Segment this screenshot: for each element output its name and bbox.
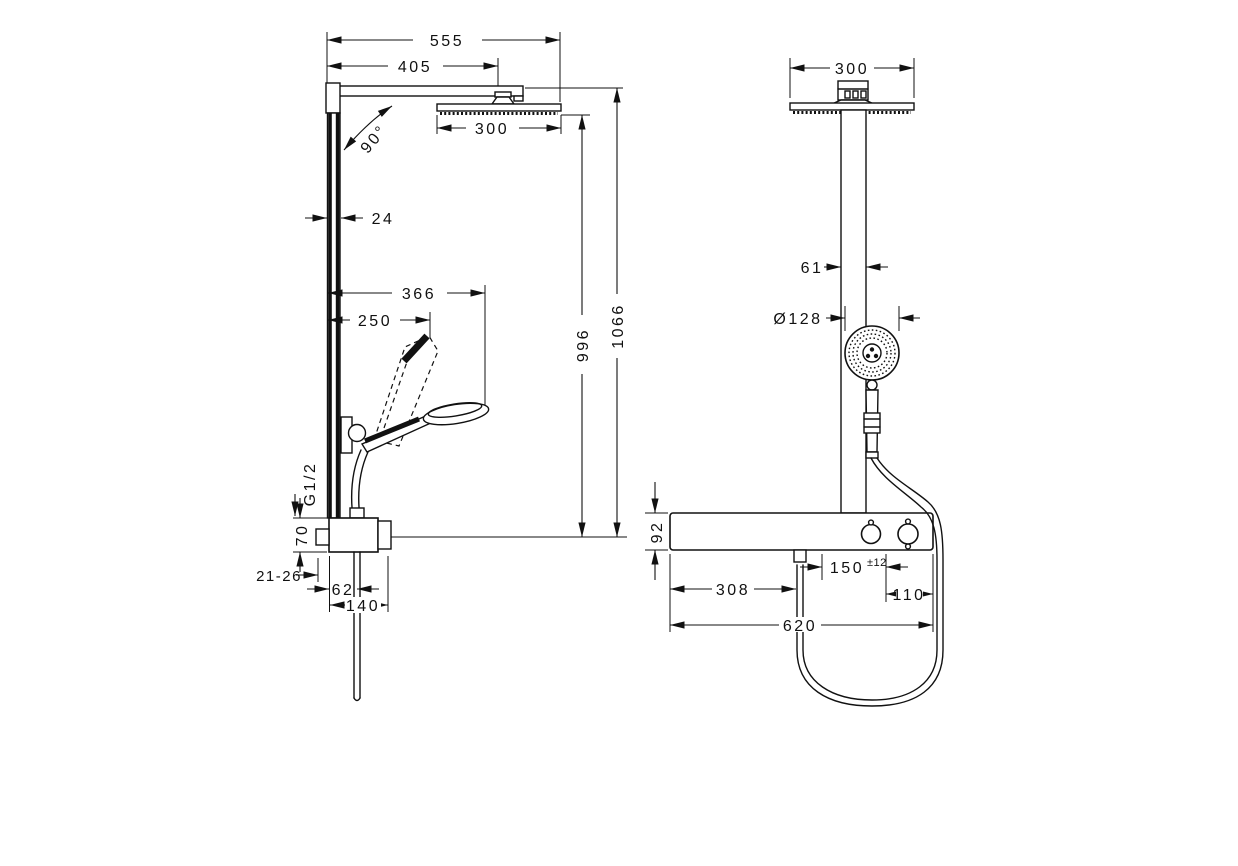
dim-knob-offset: 110 bbox=[886, 554, 934, 632]
dim-overall-height: 1066 bbox=[610, 88, 627, 537]
valve-inlet bbox=[315, 528, 330, 546]
hand-shower-button bbox=[866, 379, 878, 391]
hand-shower-head-rim bbox=[427, 402, 483, 418]
hand-shower-side bbox=[360, 402, 490, 453]
dim-label-1066: 1066 bbox=[610, 303, 627, 349]
dim-handshower-stored-reach: 250 bbox=[328, 312, 431, 338]
front-view: 300 61 Ø128 bbox=[645, 58, 944, 707]
dim-label-62: 62 bbox=[332, 582, 355, 599]
dim-shelf-height: 92 bbox=[645, 482, 668, 580]
dim-overhead-width-front: 300 bbox=[789, 58, 915, 98]
hose-outlet-connector bbox=[793, 549, 807, 563]
knob-right-marker-top bbox=[904, 518, 912, 525]
dim-arm-length: 405 bbox=[327, 59, 498, 76]
dim-label-140: 140 bbox=[346, 598, 380, 615]
dim-handshower-reach: 366 bbox=[328, 285, 486, 406]
wall-bracket bbox=[325, 82, 341, 114]
dim-label-250: 250 bbox=[358, 313, 392, 330]
dim-overall-width: 555 bbox=[327, 33, 560, 50]
hand-shower-grip bbox=[863, 412, 881, 434]
dim-label-70: 70 bbox=[294, 524, 311, 547]
dim-height-to-overhead: 996 bbox=[575, 115, 592, 537]
dim-label-150-tolerance: ±12 bbox=[867, 557, 887, 569]
dim-label-61: 61 bbox=[801, 260, 824, 277]
dim-label-g12: G1/2 bbox=[302, 462, 319, 507]
callout-inlet-thread: G1/2 bbox=[291, 462, 319, 516]
hand-shower-stored-position bbox=[373, 333, 439, 447]
shower-bar-side bbox=[326, 112, 341, 519]
hand-shower-holder bbox=[340, 416, 367, 454]
dim-supply-spacing: 150 ±12 bbox=[800, 554, 908, 602]
shower-tablet-shelf bbox=[669, 512, 934, 563]
dim-label-150: 150 bbox=[830, 560, 864, 577]
overhead-shower-front bbox=[789, 80, 915, 114]
hose-lower-side bbox=[353, 551, 361, 702]
dim-label-366: 366 bbox=[402, 286, 436, 303]
dim-label-21-26: 21-26 bbox=[256, 568, 302, 585]
dim-label-300-side: 300 bbox=[475, 121, 509, 138]
dim-shelf-width: 620 bbox=[670, 617, 933, 635]
shower-arm-end-cap bbox=[513, 95, 524, 102]
overhead-plate bbox=[436, 103, 562, 112]
dim-valve-height: 70 bbox=[293, 498, 327, 572]
ball-joint-stem bbox=[494, 91, 512, 98]
dim-valve-depth: 140 bbox=[330, 556, 389, 615]
knob-left bbox=[860, 523, 882, 545]
shelf-body bbox=[669, 512, 934, 551]
hand-shower-handle-edge bbox=[364, 416, 420, 444]
knob-left-marker bbox=[867, 519, 875, 526]
knob-right bbox=[897, 523, 919, 545]
side-view: 555 405 90° bbox=[256, 32, 627, 702]
hose-upper-side bbox=[349, 449, 369, 519]
shower-arm bbox=[328, 85, 524, 97]
hand-shower-handle bbox=[360, 414, 435, 453]
dim-label-90deg: 90° bbox=[358, 122, 391, 157]
dim-label-d128: Ø128 bbox=[773, 311, 822, 328]
dim-overhead-width-side: 300 bbox=[436, 115, 562, 138]
dim-wall-clearance: 21-26 bbox=[256, 558, 319, 585]
dim-label-92: 92 bbox=[649, 521, 666, 544]
dim-label-308: 308 bbox=[716, 582, 750, 599]
dim-label-110: 110 bbox=[892, 587, 925, 604]
dim-label-996: 996 bbox=[575, 328, 592, 362]
valve-body bbox=[328, 517, 379, 553]
dim-label-555: 555 bbox=[430, 33, 464, 50]
hand-shower-center-plate bbox=[862, 343, 882, 363]
dim-hose-outlet-offset: 308 bbox=[669, 554, 796, 632]
dim-hose-offset: 62 bbox=[307, 556, 379, 612]
hose-connector-side bbox=[349, 507, 365, 519]
overhead-shower-side bbox=[436, 91, 562, 115]
overhead-plate-front bbox=[789, 102, 915, 111]
dim-arm-angle: 90° bbox=[343, 105, 393, 157]
knob-right-marker-bottom bbox=[904, 543, 912, 550]
dim-label-405: 405 bbox=[398, 59, 432, 76]
dim-label-24: 24 bbox=[372, 211, 395, 228]
valve-outlet bbox=[377, 520, 392, 550]
hose-front-loop bbox=[796, 457, 944, 707]
dim-bar-width-side: 24 bbox=[305, 211, 395, 228]
dim-bar-width-front: 61 bbox=[801, 260, 888, 277]
hand-shower-front bbox=[844, 325, 900, 459]
dim-label-620: 620 bbox=[783, 618, 817, 635]
ball-joint bbox=[490, 96, 516, 105]
hose-nut bbox=[865, 451, 879, 459]
thermostat-valve bbox=[315, 517, 392, 553]
dim-handshower-diameter: Ø128 bbox=[773, 306, 920, 331]
dim-label-300-front: 300 bbox=[835, 61, 869, 78]
